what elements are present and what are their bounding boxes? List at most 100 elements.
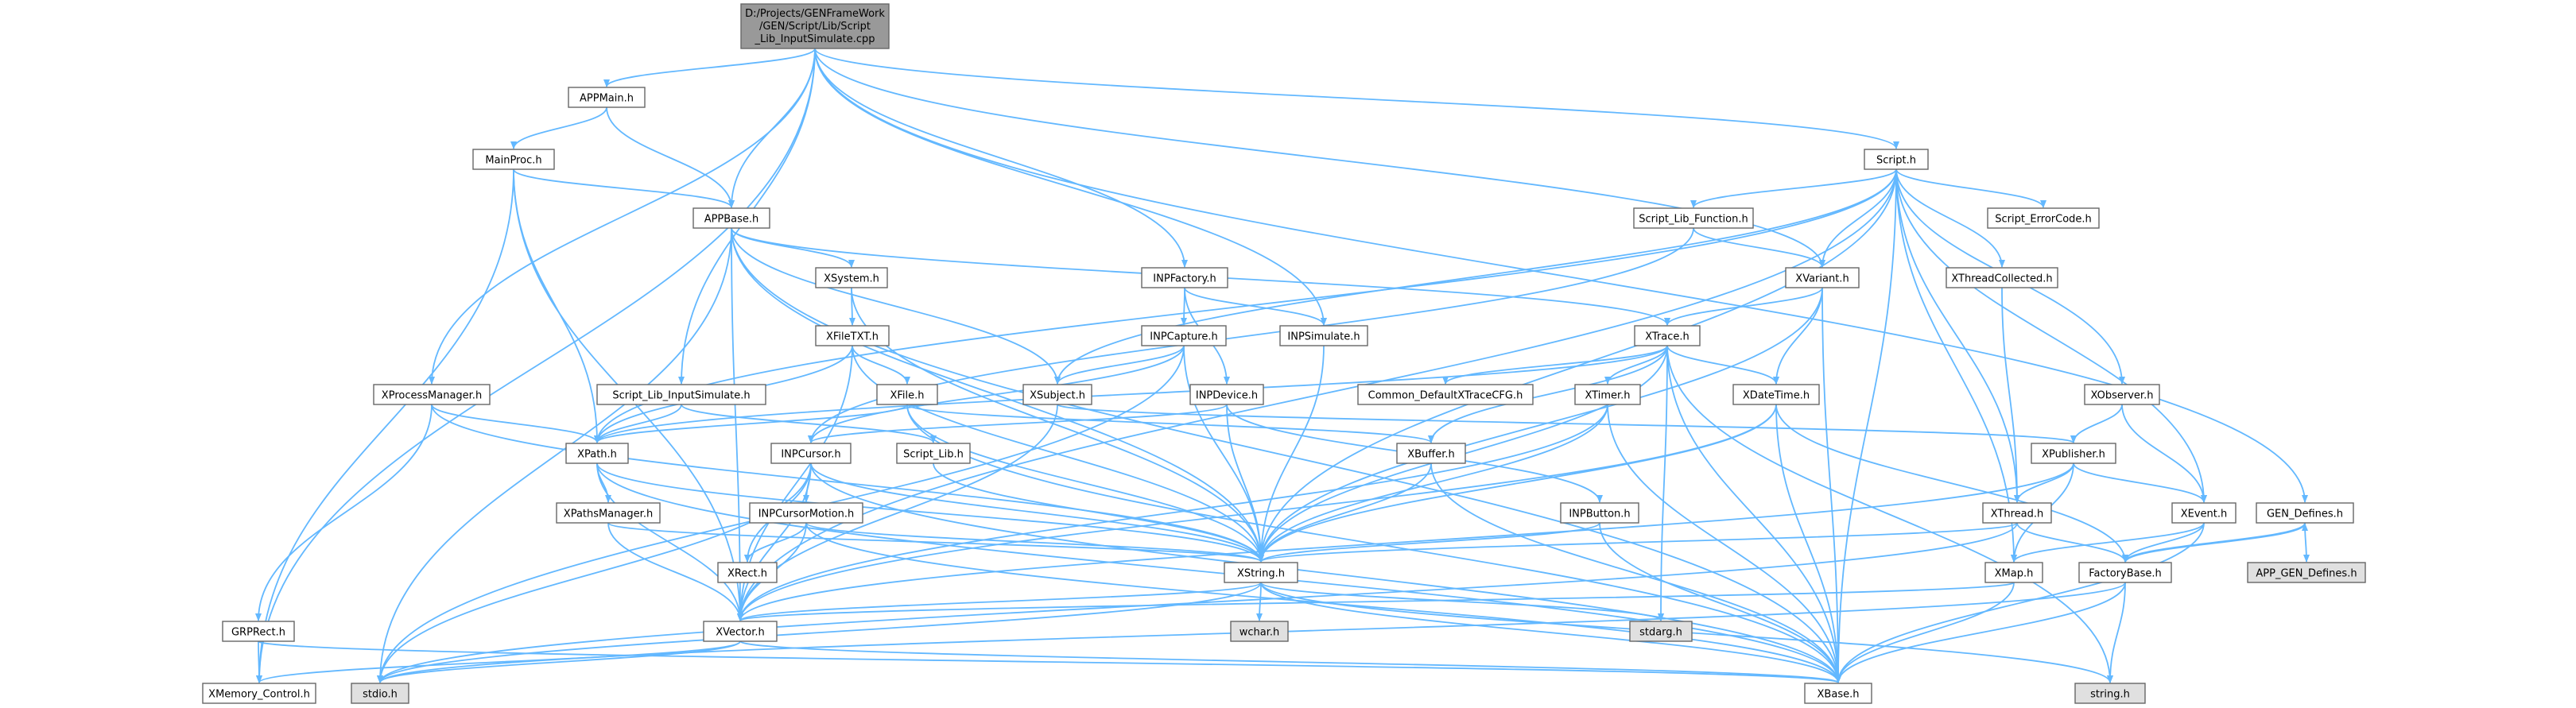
node-stdarg[interactable]: stdarg.h <box>1629 621 1693 642</box>
node-scriptlibfunction[interactable]: Script_Lib_Function.h <box>1633 207 1754 229</box>
node-appgendefines[interactable]: APP_GEN_Defines.h <box>2247 562 2366 583</box>
node-scriptlib[interactable]: Script_Lib.h <box>896 443 971 464</box>
node-label-stdarg: stdarg.h <box>1639 627 1682 639</box>
node-box-xmap <box>1984 562 2043 583</box>
node-label-xtimer: XTimer.h <box>1585 390 1630 402</box>
node-script[interactable]: Script.h <box>1864 149 1929 170</box>
node-xevent[interactable]: XEvent.h <box>2171 502 2237 524</box>
edge-inpcursormotion-to-xstring <box>805 522 1264 563</box>
edge-xtimer-to-xvector <box>737 404 1608 621</box>
edge-root-to-script <box>814 48 1899 149</box>
node-inpcapture[interactable]: INPCapture.h <box>1141 325 1227 346</box>
node-factorybase[interactable]: FactoryBase.h <box>2078 562 2172 583</box>
node-xfiletxt[interactable]: XFileTXT.h <box>815 325 890 346</box>
node-label-inpcursormotion: INPCursorMotion.h <box>758 509 855 520</box>
node-label-xtrace: XTrace.h <box>1645 331 1690 343</box>
node-box-stdarg <box>1629 621 1693 642</box>
node-label-grprect: GRPRect.h <box>231 627 285 639</box>
node-inpcursor[interactable]: INPCursor.h <box>770 443 852 464</box>
node-xobserver[interactable]: XObserver.h <box>2084 384 2160 405</box>
node-xrect[interactable]: XRect.h <box>717 562 778 583</box>
edge-factorybase-to-xbase <box>1835 582 2126 683</box>
node-commondefault[interactable]: Common_DefaultXTraceCFG.h <box>1357 384 1534 405</box>
edge-xvector-to-xmemorycontrol <box>256 640 741 683</box>
node-stdio[interactable]: stdio.h <box>351 683 409 704</box>
node-xtrace[interactable]: XTrace.h <box>1634 325 1701 346</box>
node-label-scriptlibfunction: Script_Lib_Function.h <box>1639 214 1748 226</box>
node-appbase[interactable]: APPBase.h <box>692 207 770 229</box>
edge-script-to-xthreadcollected <box>1895 168 2005 268</box>
node-xdatetime[interactable]: XDateTime.h <box>1732 384 1820 405</box>
node-box-xpathsmanager <box>556 502 661 524</box>
node-inpbutton[interactable]: INPButton.h <box>1560 502 1639 524</box>
node-label-xpath: XPath.h <box>577 449 617 461</box>
node-wchar[interactable]: wchar.h <box>1230 621 1289 642</box>
node-scriptlibinputsim[interactable]: Script_Lib_InputSimulate.h <box>596 384 766 405</box>
node-root[interactable]: D:/Projects/GENFrameWork/GEN/Script/Lib/… <box>740 3 890 49</box>
node-box-stdio <box>351 683 409 704</box>
node-box-inpcapture <box>1141 325 1227 346</box>
node-inpsimulate[interactable]: INPSimulate.h <box>1279 325 1368 346</box>
node-xthreadcollected[interactable]: XThreadCollected.h <box>1946 267 2058 288</box>
node-box-inpfactory <box>1141 267 1228 288</box>
node-inpcursormotion[interactable]: INPCursorMotion.h <box>749 502 863 524</box>
node-label-xthread: XThread.h <box>1991 509 2044 520</box>
node-xtimer[interactable]: XTimer.h <box>1574 384 1641 405</box>
node-string[interactable]: string.h <box>2074 683 2146 704</box>
node-xvector[interactable]: XVector.h <box>703 621 778 642</box>
node-xvariant[interactable]: XVariant.h <box>1785 267 1860 288</box>
edge-xthread-to-factorybase <box>2016 522 2128 563</box>
edge-xthreadcollected-to-xthread <box>2001 287 2020 503</box>
node-xfile[interactable]: XFile.h <box>876 384 938 405</box>
node-xbuffer[interactable]: XBuffer.h <box>1396 443 1466 464</box>
edge-xpath-to-xvector <box>596 462 743 621</box>
edge-scriptlibinputsim-to-scriptlib <box>681 404 937 443</box>
node-label-xobserver: XObserver.h <box>2091 390 2154 402</box>
edge-factorybase-to-gendefines <box>2124 523 2308 563</box>
node-inpdevice[interactable]: INPDevice.h <box>1189 384 1264 405</box>
edge-scriptlibfunction-to-inpcursor <box>808 227 1694 443</box>
node-xmemorycontrol[interactable]: XMemory_Control.h <box>202 683 316 704</box>
node-box-xdatetime <box>1732 384 1820 405</box>
edge-xtimer-to-xstring <box>1258 404 1608 563</box>
edge-layer <box>255 48 2310 683</box>
node-grprect[interactable]: GRPRect.h <box>222 621 295 642</box>
node-xpath[interactable]: XPath.h <box>565 443 629 464</box>
node-appmain[interactable]: APPMain.h <box>568 87 646 108</box>
node-label-xpublisher: XPublisher.h <box>2042 449 2105 461</box>
node-scripterrorcode[interactable]: Script_ErrorCode.h <box>1987 207 2100 229</box>
edge-mainproc-to-appbase <box>513 168 735 208</box>
node-inpfactory[interactable]: INPFactory.h <box>1141 267 1228 288</box>
node-label-xstring: XString.h <box>1237 568 1285 580</box>
node-label-xvector: XVector.h <box>716 627 765 639</box>
edge-xvariant-to-xdatetime <box>1773 287 1823 385</box>
edge-inpbutton-to-xbase <box>1599 522 1841 683</box>
node-label-xpathsmanager: XPathsManager.h <box>564 509 653 520</box>
node-xthread[interactable]: XThread.h <box>1982 502 2052 524</box>
edge-root-to-gendefines <box>814 48 2308 503</box>
edge-root-to-inpfactory <box>814 48 1188 268</box>
node-xpublisher[interactable]: XPublisher.h <box>2031 443 2116 464</box>
node-label-xvariant: XVariant.h <box>1795 273 1849 285</box>
node-xstring[interactable]: XString.h <box>1224 562 1298 583</box>
node-xmap[interactable]: XMap.h <box>1984 562 2043 583</box>
node-box-xtimer <box>1574 384 1641 405</box>
node-xprocessmanager[interactable]: XProcessManager.h <box>373 384 491 405</box>
node-box-inpcursor <box>770 443 852 464</box>
node-xsystem[interactable]: XSystem.h <box>815 267 888 288</box>
edge-script-to-xbase <box>1835 168 1897 683</box>
node-xbase[interactable]: XBase.h <box>1804 683 1872 704</box>
edge-xtrace-to-commondefault <box>1442 345 1668 385</box>
node-box-script <box>1864 149 1929 170</box>
node-mainproc[interactable]: MainProc.h <box>472 149 555 170</box>
node-box-xstring <box>1224 562 1298 583</box>
node-xpathsmanager[interactable]: XPathsManager.h <box>556 502 661 524</box>
node-gendefines[interactable]: GEN_Defines.h <box>2256 502 2354 524</box>
node-xsubject[interactable]: XSubject.h <box>1022 384 1092 405</box>
edge-xdatetime-to-factorybase <box>1775 404 2128 563</box>
edge-xstring-to-stdio <box>377 582 1262 683</box>
node-label-xmap: XMap.h <box>1995 568 2034 580</box>
node-label-inpdevice: INPDevice.h <box>1196 390 1258 402</box>
edge-mainproc-to-xmemorycontrol <box>256 168 514 683</box>
